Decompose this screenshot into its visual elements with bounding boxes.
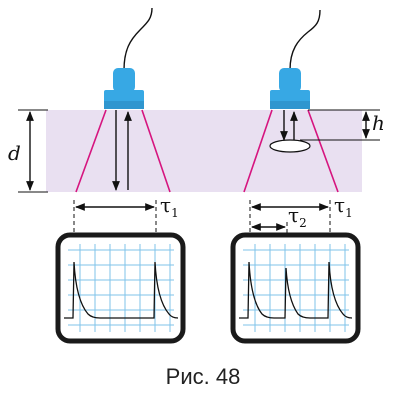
right-tau1-label: τ1 (334, 193, 353, 220)
left-beam-right (141, 109, 171, 193)
right-beam-left (243, 109, 273, 193)
right-probe (270, 9, 321, 109)
right-beam-right (307, 109, 339, 193)
depth-dimension: d (8, 109, 48, 193)
right-signal-trace (239, 261, 353, 319)
figure-caption: Рис. 48 (166, 364, 241, 389)
left-probe (104, 7, 153, 109)
defect-depth-label: h (372, 111, 385, 135)
left-screen-grid (68, 244, 174, 332)
right-oscilloscope-screen (230, 232, 361, 344)
left-probe-cable (123, 7, 153, 71)
defect-ellipse (269, 139, 311, 153)
right-probe-base (270, 90, 310, 104)
left-beam-left (75, 109, 107, 193)
left-signal-trace (64, 261, 179, 319)
defect-depth-dimension: h (300, 109, 385, 141)
left-oscilloscope-screen (55, 232, 186, 344)
right-probe-body (279, 68, 301, 92)
left-probe-base (104, 90, 144, 104)
left-probe-body (113, 68, 135, 92)
right-probe-cable (289, 9, 321, 71)
depth-label: d (8, 141, 21, 165)
right-tau2-label: τ2 (288, 203, 307, 230)
specimen-slab (46, 110, 362, 192)
left-tau1-label: τ1 (160, 193, 179, 220)
